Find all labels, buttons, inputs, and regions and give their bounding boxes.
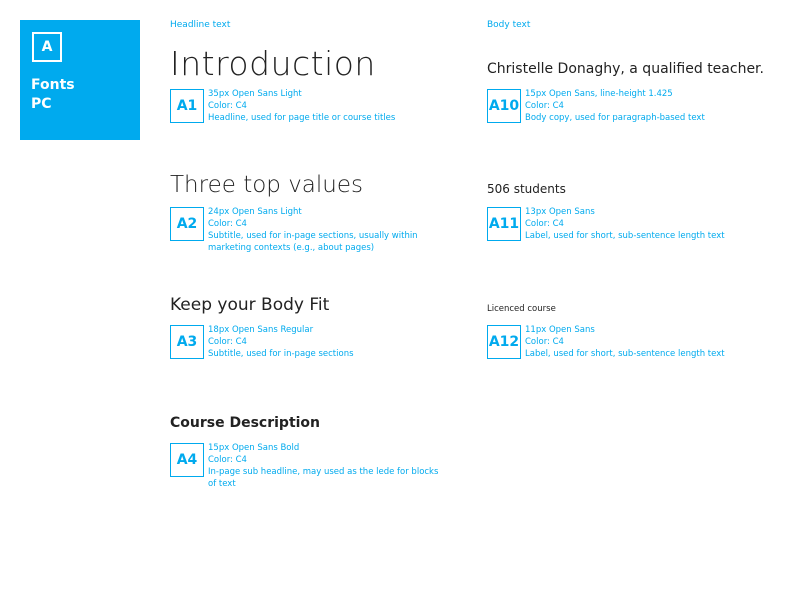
- sample-a10: Christelle Donaghy, a qualified teacher.: [487, 61, 764, 77]
- spec-a1: A1 35px Open Sans Light Color: C4 Headli…: [170, 89, 440, 124]
- style-code: A2: [170, 207, 204, 241]
- style-color: Color: C4: [525, 337, 564, 347]
- style-font: 18px Open Sans Regular: [208, 325, 314, 335]
- style-color: Color: C4: [208, 337, 247, 347]
- section-badge: A Fonts PC: [20, 20, 140, 140]
- style-description: 13px Open Sans Color: C4 Label, used for…: [525, 206, 757, 242]
- style-description: 11px Open Sans Color: C4 Label, used for…: [525, 324, 757, 360]
- sample-a3: Keep your Body Fit: [170, 295, 330, 315]
- body-column-label: Body text: [487, 20, 531, 30]
- style-usage: Subtitle, used for in-page sections, usu…: [208, 231, 418, 253]
- style-code: A10: [487, 89, 521, 123]
- style-color: Color: C4: [208, 219, 247, 229]
- style-usage: Body copy, used for paragraph-based text: [525, 113, 705, 123]
- headline-column-label: Headline text: [170, 20, 231, 30]
- spec-a12: A12 11px Open Sans Color: C4 Label, used…: [487, 325, 757, 360]
- style-usage: In-page sub headline, may used as the le…: [208, 467, 439, 489]
- spec-a4: A4 15px Open Sans Bold Color: C4 In-page…: [170, 443, 440, 490]
- style-code: A1: [170, 89, 204, 123]
- style-usage: Label, used for short, sub-sentence leng…: [525, 231, 725, 241]
- spec-a11: A11 13px Open Sans Color: C4 Label, used…: [487, 207, 757, 242]
- style-font: 35px Open Sans Light: [208, 89, 302, 99]
- style-description: 35px Open Sans Light Color: C4 Headline,…: [208, 88, 440, 124]
- style-description: 15px Open Sans Bold Color: C4 In-page su…: [208, 442, 440, 490]
- style-code: A4: [170, 443, 204, 477]
- style-code: A11: [487, 207, 521, 241]
- spec-a2: A2 24px Open Sans Light Color: C4 Subtit…: [170, 207, 440, 254]
- style-color: Color: C4: [208, 455, 247, 465]
- style-color: Color: C4: [208, 101, 247, 111]
- style-color: Color: C4: [525, 101, 564, 111]
- section-title: Fonts PC: [31, 77, 75, 112]
- style-usage: Subtitle, used for in-page sections: [208, 349, 354, 359]
- sample-a1: Introduction: [170, 44, 376, 83]
- style-usage: Label, used for short, sub-sentence leng…: [525, 349, 725, 359]
- spec-a3: A3 18px Open Sans Regular Color: C4 Subt…: [170, 325, 440, 360]
- style-description: 24px Open Sans Light Color: C4 Subtitle,…: [208, 206, 440, 254]
- sample-a11: 506 students: [487, 182, 566, 196]
- spec-a10: A10 15px Open Sans, line-height 1.425 Co…: [487, 89, 757, 124]
- section-letter: A: [32, 32, 62, 62]
- sample-a2: Three top values: [170, 172, 363, 198]
- style-code: A3: [170, 325, 204, 359]
- style-font: 15px Open Sans Bold: [208, 443, 300, 453]
- style-description: 18px Open Sans Regular Color: C4 Subtitl…: [208, 324, 440, 360]
- style-font: 13px Open Sans: [525, 207, 595, 217]
- sample-a12: Licenced course: [487, 304, 556, 314]
- style-color: Color: C4: [525, 219, 564, 229]
- style-font: 15px Open Sans, line-height 1.425: [525, 89, 673, 99]
- style-font: 11px Open Sans: [525, 325, 595, 335]
- style-description: 15px Open Sans, line-height 1.425 Color:…: [525, 88, 757, 124]
- style-code: A12: [487, 325, 521, 359]
- sample-a4: Course Description: [170, 415, 321, 431]
- style-font: 24px Open Sans Light: [208, 207, 302, 217]
- style-usage: Headline, used for page title or course …: [208, 113, 396, 123]
